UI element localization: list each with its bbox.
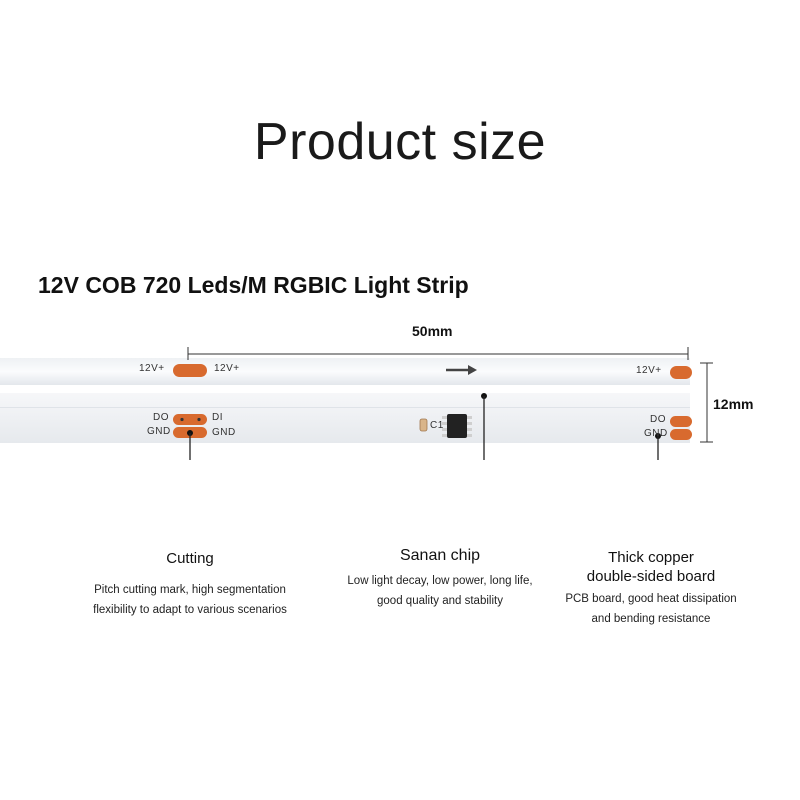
label-gnd-left: GND bbox=[147, 426, 171, 437]
length-label: 50mm bbox=[412, 323, 453, 339]
feature-board-desc: PCB board, good heat dissipation and ben… bbox=[565, 593, 737, 625]
pad-do-right bbox=[670, 416, 692, 427]
label-c1: C1 bbox=[430, 420, 444, 431]
pad-gnd-right bbox=[670, 429, 692, 440]
label-12v-right: 12V+ bbox=[636, 365, 662, 376]
pad-do-di bbox=[173, 414, 207, 425]
pad-12v-right bbox=[670, 366, 692, 379]
label-do-right: DO bbox=[650, 414, 666, 425]
pad-12v-left bbox=[173, 364, 207, 377]
label-do-left: DO bbox=[153, 412, 169, 423]
product-subtitle: 12V COB 720 Leds/M RGBIC Light Strip bbox=[38, 272, 469, 298]
feature-cutting-title: Cutting bbox=[166, 550, 214, 567]
label-12v-mid: 12V+ bbox=[214, 363, 240, 374]
strip-lens bbox=[0, 358, 690, 385]
feature-chip-title: Sanan chip bbox=[399, 547, 481, 564]
feature-cutting-desc: Pitch cutting mark, high segmentation fl… bbox=[93, 584, 287, 616]
label-di-left: DI bbox=[212, 412, 223, 423]
width-label: 12mm bbox=[713, 396, 754, 412]
page-title: Product size bbox=[253, 113, 547, 171]
label-12v-left: 12V+ bbox=[139, 363, 165, 374]
strip-pcb bbox=[0, 393, 690, 443]
feature-chip-desc: Low light decay, low power, long life, g… bbox=[347, 575, 533, 607]
label-gnd-right: GND bbox=[644, 428, 668, 439]
capacitor-c1 bbox=[419, 418, 428, 432]
feature-board-title: Thick copper double-sided board bbox=[586, 549, 716, 585]
label-gnd-left2: GND bbox=[212, 427, 236, 438]
light-strip-illustration bbox=[0, 347, 713, 460]
ic-chip bbox=[447, 414, 467, 438]
